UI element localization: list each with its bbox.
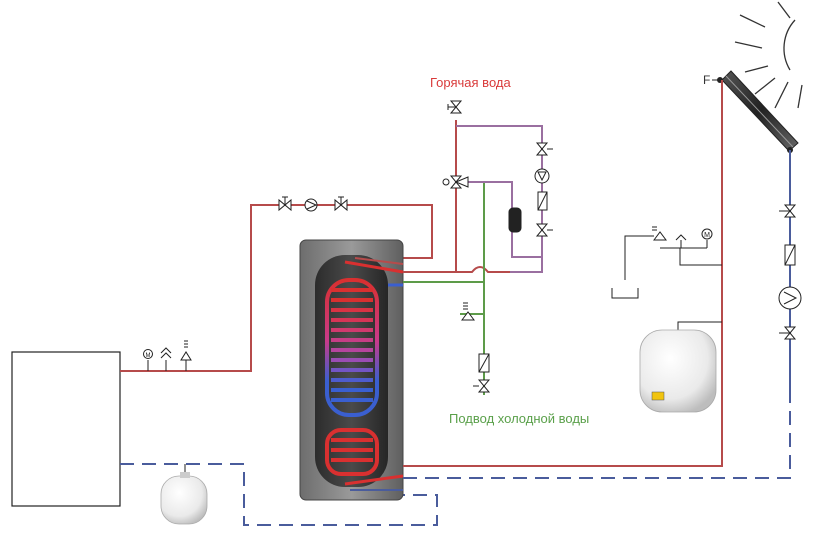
hot-water-valves bbox=[442, 100, 553, 237]
heating-expansion-vessel bbox=[160, 464, 208, 525]
lower-coil bbox=[325, 428, 379, 476]
sun-icon bbox=[734, 1, 803, 109]
solar-expansion-vessel bbox=[639, 321, 722, 413]
circulation-pipe bbox=[456, 125, 543, 273]
boiler bbox=[11, 351, 121, 507]
cold-water-inlet-label: Подвод холодной воды bbox=[449, 411, 590, 426]
solar-pump-group bbox=[778, 204, 802, 340]
hot-water-label: Горячая вода bbox=[430, 75, 511, 90]
solar-flow-pipe bbox=[403, 80, 723, 467]
solar-safety-group: M bbox=[611, 226, 722, 299]
svg-text:M: M bbox=[146, 353, 151, 359]
solar-return-pipe bbox=[403, 392, 791, 479]
cold-water-valves bbox=[461, 302, 491, 393]
solar-collector bbox=[717, 70, 799, 153]
upper-coil bbox=[325, 278, 379, 417]
cold-water-pipe bbox=[403, 181, 485, 283]
collector-sensor-label: F bbox=[703, 73, 711, 87]
hot-water-pipe bbox=[403, 120, 457, 273]
boiler-pump-group bbox=[278, 196, 348, 212]
storage-tank bbox=[299, 239, 404, 501]
boiler-safety-group: M bbox=[143, 340, 192, 371]
svg-text:M: M bbox=[704, 232, 710, 239]
